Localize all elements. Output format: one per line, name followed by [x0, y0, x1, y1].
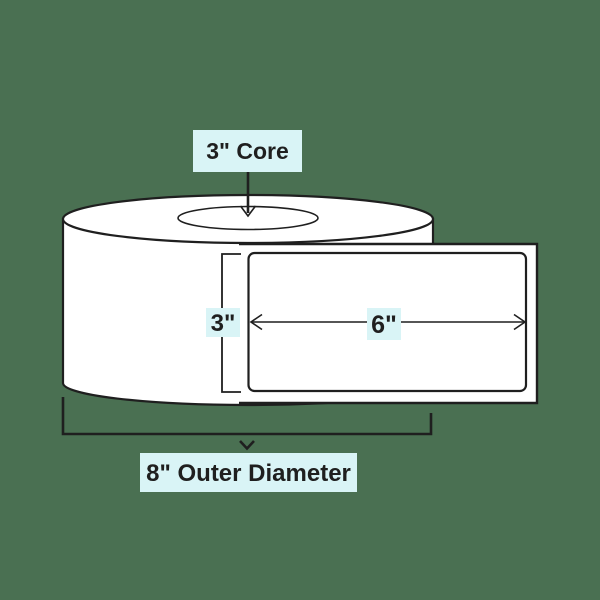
diameter-dimension-bracket — [61, 397, 433, 436]
right-arrowhead-icon — [513, 313, 527, 331]
core-pointer-arrow — [239, 171, 257, 218]
down-arrowhead-icon — [239, 205, 257, 218]
core-callout-box — [193, 130, 302, 172]
down-chevron-icon — [239, 440, 255, 451]
diameter-callout-label: 8" Outer Diameter — [146, 460, 351, 487]
diameter-callout: 8" Outer Diameter — [140, 453, 357, 492]
core-callout: 3" Core — [193, 130, 302, 172]
width-callout: 6" — [367, 308, 401, 340]
left-arrowhead-icon — [249, 313, 263, 331]
diameter-callout-box — [140, 453, 357, 492]
core-callout-label: 3" Core — [206, 138, 289, 164]
width-callout-label: 6" — [371, 311, 397, 339]
height-callout: 3" — [206, 308, 240, 337]
height-callout-label: 3" — [211, 310, 236, 337]
width-callout-box — [367, 308, 401, 340]
height-callout-box — [206, 308, 240, 337]
